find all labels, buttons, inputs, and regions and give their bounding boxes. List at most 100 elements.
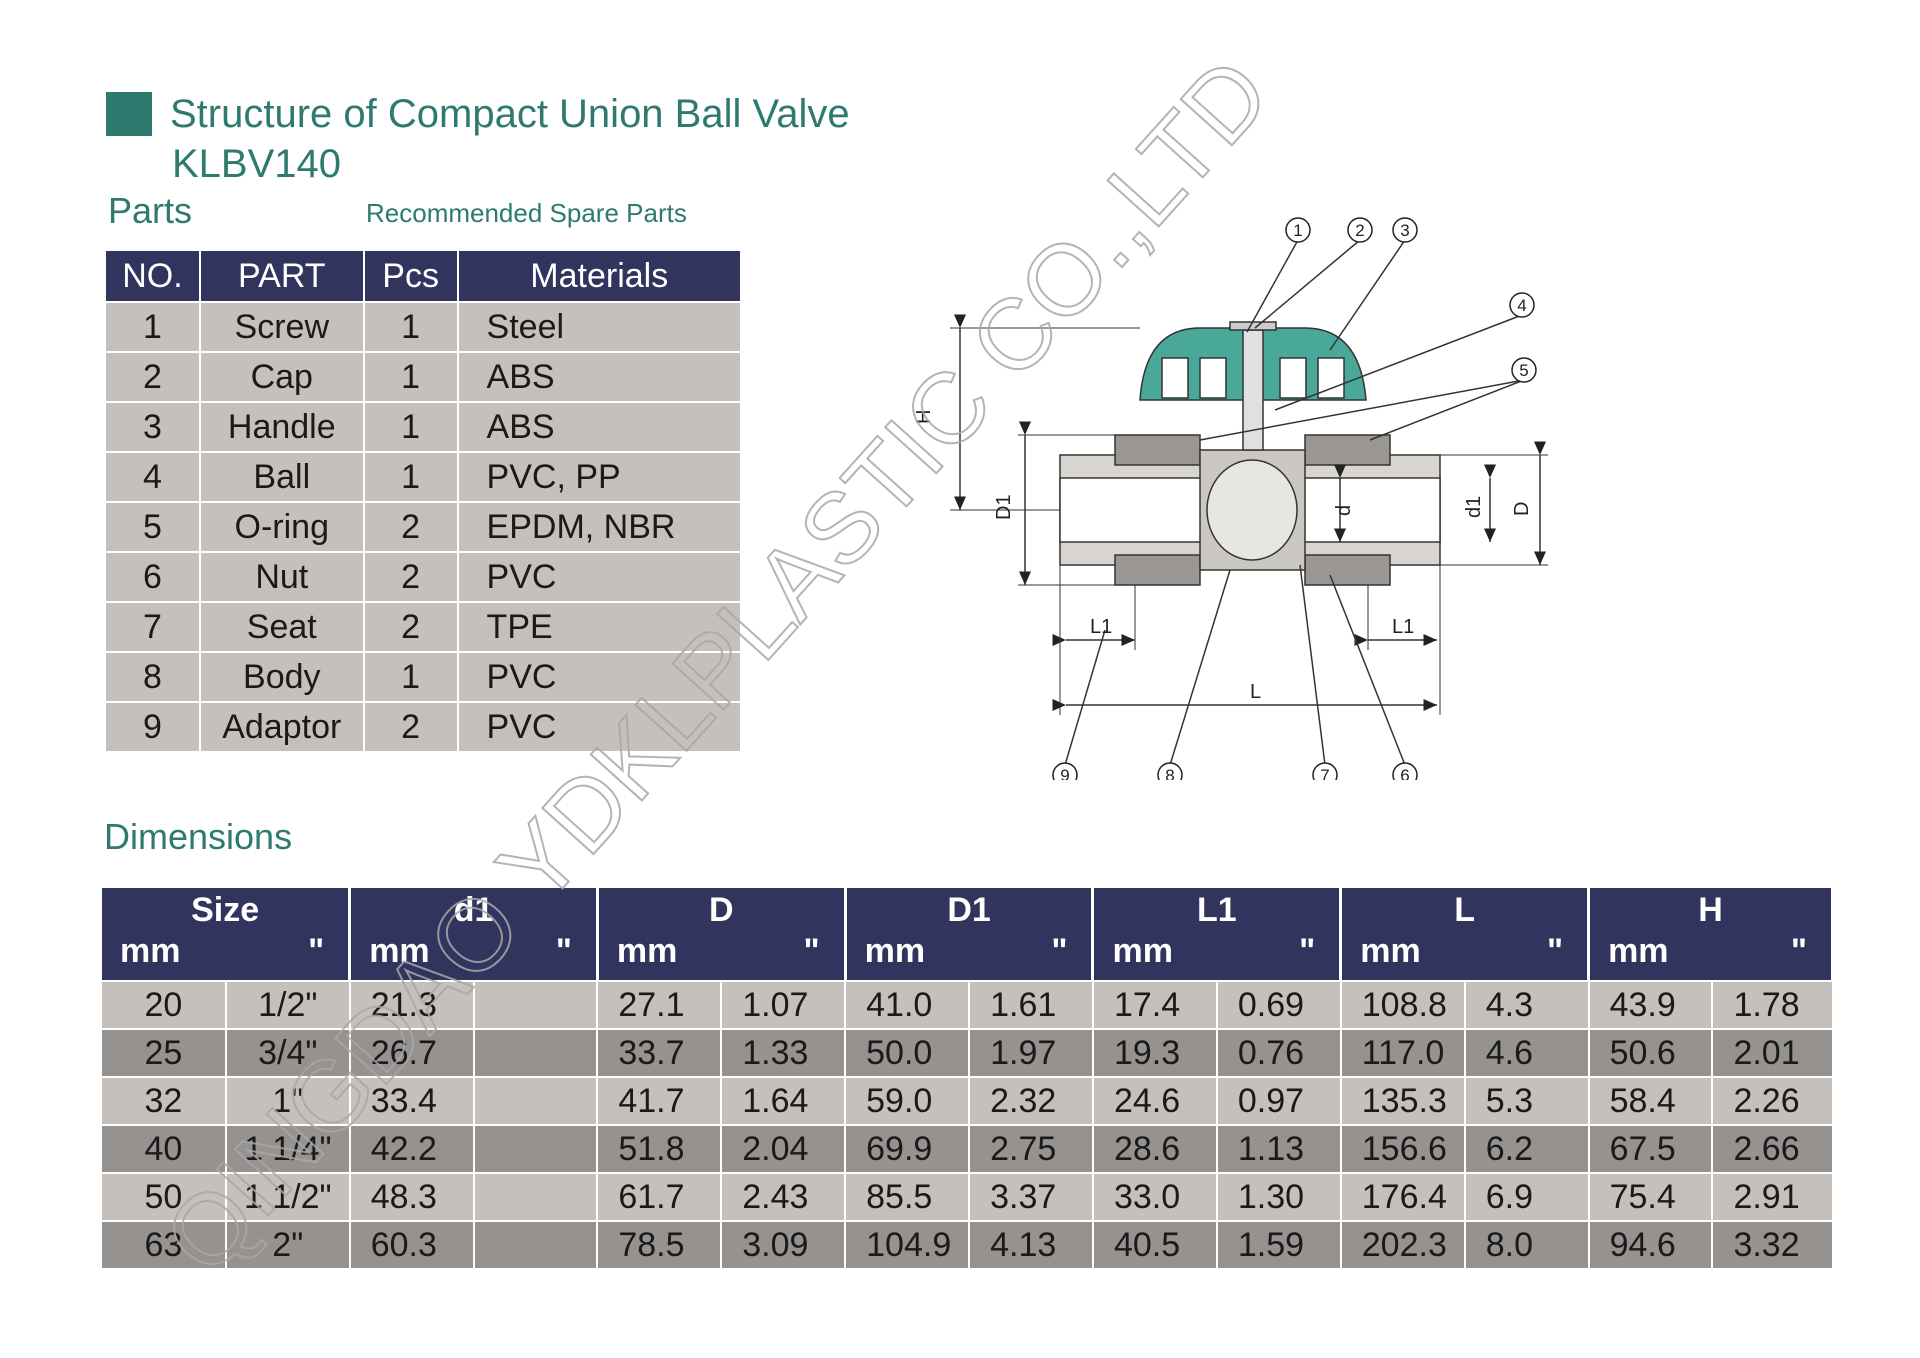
part-pcs: 2 <box>363 501 459 552</box>
dimension-cell: 60.3 <box>349 1220 475 1268</box>
part-material: Steel <box>457 301 743 352</box>
dimension-cell: 2.75 <box>969 1124 1094 1173</box>
part-material: EPDM, NBR <box>457 501 743 552</box>
unit-inch-header: " <box>473 932 599 981</box>
unit-mm-header: mm <box>597 932 722 981</box>
callout-circle <box>1347 217 1373 243</box>
parts-col-materials: Materials <box>457 251 743 302</box>
part-no: 4 <box>106 451 201 502</box>
part-material: PVC <box>457 551 743 602</box>
dimension-cell <box>473 980 599 1029</box>
dimension-cell: 6.9 <box>1464 1172 1590 1221</box>
dim-label-l: L <box>1250 681 1261 703</box>
part-pcs: 1 <box>363 351 459 402</box>
callout-3: 3 <box>1392 217 1418 243</box>
dimension-cell: 2.04 <box>721 1124 847 1173</box>
callout-8: 8 <box>1157 762 1183 780</box>
callout-circle <box>1392 217 1418 243</box>
dim-label-outer-d: D <box>1511 502 1533 516</box>
dimension-cell: 3.37 <box>969 1172 1094 1221</box>
dimension-cell: 63 <box>102 1220 227 1268</box>
dimension-cell: 20 <box>102 980 227 1029</box>
dim-label-d: d <box>1333 505 1355 516</box>
part-no: 1 <box>106 301 201 352</box>
callout-7: 7 <box>1312 762 1338 780</box>
callout-number: 5 <box>1519 361 1528 380</box>
dimension-cell: 3/4" <box>225 1028 351 1077</box>
part-pcs: 1 <box>363 651 459 702</box>
callout-number: 6 <box>1400 766 1409 780</box>
dimension-cell: 48.3 <box>349 1172 475 1221</box>
callout-number: 1 <box>1293 221 1302 240</box>
dimension-cell: 0.76 <box>1216 1028 1342 1077</box>
unit-mm-header: mm <box>349 932 474 981</box>
dimension-cell: 33.0 <box>1092 1172 1218 1221</box>
dimension-cell: 50 <box>102 1172 227 1221</box>
unit-inch-header: " <box>225 932 352 981</box>
part-no: 5 <box>106 501 201 552</box>
callout-circle <box>1509 292 1535 318</box>
dimension-cell: 59.0 <box>845 1076 971 1125</box>
dimension-cell: 26.7 <box>349 1028 475 1077</box>
part-pcs: 2 <box>363 601 459 652</box>
callout-number: 7 <box>1320 766 1329 780</box>
dimensions-heading: Dimensions <box>104 816 293 857</box>
parts-header-row: NO. PART Pcs Materials <box>106 251 743 302</box>
part-no: 9 <box>106 701 201 751</box>
unit-inch-header: " <box>721 932 847 981</box>
dimension-cell: 202.3 <box>1340 1220 1466 1268</box>
parts-col-part: PART <box>199 251 365 302</box>
unit-mm-header: mm <box>102 932 226 981</box>
dimension-cell: 50.0 <box>845 1028 971 1077</box>
dimension-cell: 51.8 <box>597 1124 723 1173</box>
dimensions-unit-row: mm"mm"mm"mm"mm"mm"mm" <box>102 932 1835 981</box>
page-title: Structure of Compact Union Ball Valve <box>170 92 850 136</box>
callout-number: 3 <box>1400 221 1409 240</box>
dimension-cell: 1" <box>225 1076 351 1125</box>
part-name: Ball <box>199 451 365 502</box>
part-pcs: 1 <box>363 401 459 452</box>
part-material: ABS <box>457 401 743 452</box>
callout-circle <box>1312 762 1338 780</box>
part-name: O-ring <box>199 501 365 552</box>
parts-col-no: NO. <box>106 251 201 302</box>
dimension-cell: 19.3 <box>1092 1028 1218 1077</box>
unit-mm-header: mm <box>845 932 970 981</box>
spare-parts-label: Recommended Spare Parts <box>366 198 687 228</box>
dimension-cell: 0.97 <box>1216 1076 1342 1125</box>
dim-label-d1-lower: d1 <box>1463 496 1485 518</box>
dimension-cell <box>473 1028 599 1077</box>
dimension-cell: 42.2 <box>349 1124 475 1173</box>
part-pcs: 2 <box>363 701 459 751</box>
model-number: KLBV140 <box>172 142 342 186</box>
dimension-cell: 108.8 <box>1340 980 1466 1029</box>
dimension-cell: 75.4 <box>1588 1172 1714 1221</box>
part-no: 3 <box>106 401 201 452</box>
part-name: Cap <box>199 351 365 402</box>
parts-col-pcs: Pcs <box>363 251 459 302</box>
dimension-cell: 61.7 <box>597 1172 723 1221</box>
dimension-cell: 117.0 <box>1340 1028 1466 1077</box>
dimension-cell: 1.97 <box>969 1028 1094 1077</box>
dim-label-h: H <box>913 410 935 424</box>
dimension-cell: 1.59 <box>1216 1220 1342 1268</box>
part-material: PVC <box>457 651 743 702</box>
dimension-cell: 5.3 <box>1464 1076 1590 1125</box>
part-no: 7 <box>106 601 201 652</box>
dimension-cell: 50.6 <box>1588 1028 1714 1077</box>
dimension-cell: 1/2" <box>225 980 351 1029</box>
unit-inch-header: " <box>1464 932 1591 981</box>
dim-group-header: L <box>1340 888 1591 932</box>
